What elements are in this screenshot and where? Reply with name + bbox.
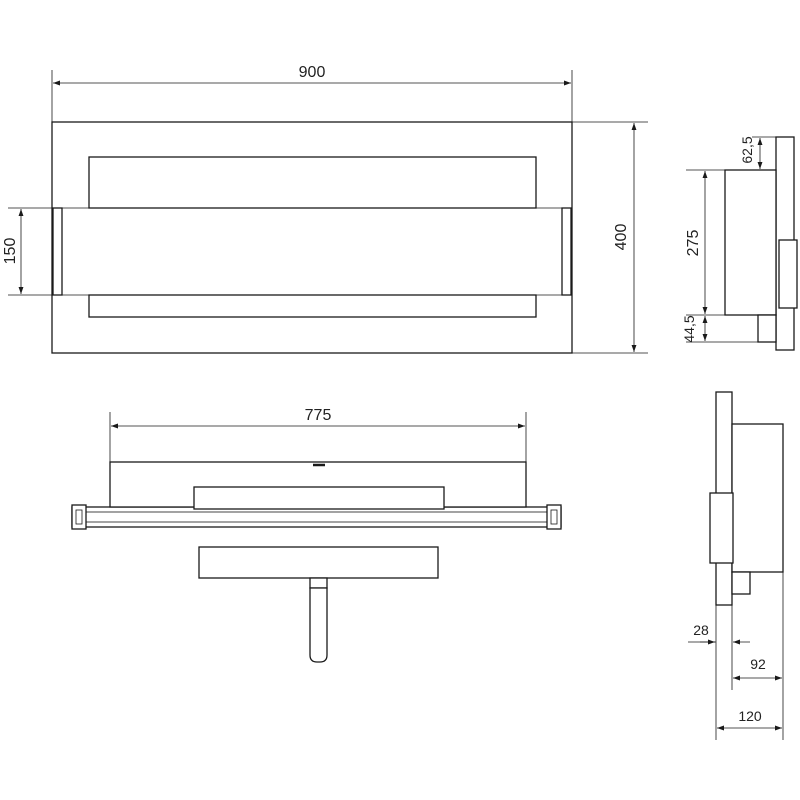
dim-28-label: 28 <box>693 622 709 638</box>
side2-bracket <box>709 492 734 564</box>
fuel-box-handle-neck <box>309 577 328 589</box>
fuel-box-handle <box>309 587 328 663</box>
dim-44-5-label: 44,5 <box>681 315 697 342</box>
dim-775-label: 775 <box>305 407 332 424</box>
top-right-end <box>546 504 562 530</box>
dim-92-label: 92 <box>750 656 766 672</box>
side-view-lower: 28 92 120 <box>688 391 784 740</box>
front-lower-panel <box>88 294 537 318</box>
dim-120-label: 120 <box>738 708 762 724</box>
front-right-end-cap <box>561 207 572 296</box>
front-left-end-cap <box>52 207 63 296</box>
front-upper-panel <box>88 156 537 209</box>
side2-foot <box>731 571 751 595</box>
dim-275-label: 275 <box>685 230 702 257</box>
front-view: 900 400 150 <box>2 64 648 354</box>
dim-400-label: 400 <box>613 224 630 251</box>
side-body <box>724 169 777 316</box>
side-view-upper: 62,5 275 44,5 <box>681 136 798 351</box>
side2-body <box>731 423 784 573</box>
dim-900-label: 900 <box>299 64 326 81</box>
fuel-box <box>198 546 439 579</box>
side-foot <box>757 314 777 343</box>
top-left-end <box>71 504 87 530</box>
top-rail <box>71 506 562 528</box>
top-burner <box>193 486 445 510</box>
dim-150-label: 150 <box>2 238 19 265</box>
top-view: 775 <box>71 407 562 663</box>
dim-62-5-label: 62,5 <box>739 136 755 163</box>
side-bracket <box>778 239 798 309</box>
